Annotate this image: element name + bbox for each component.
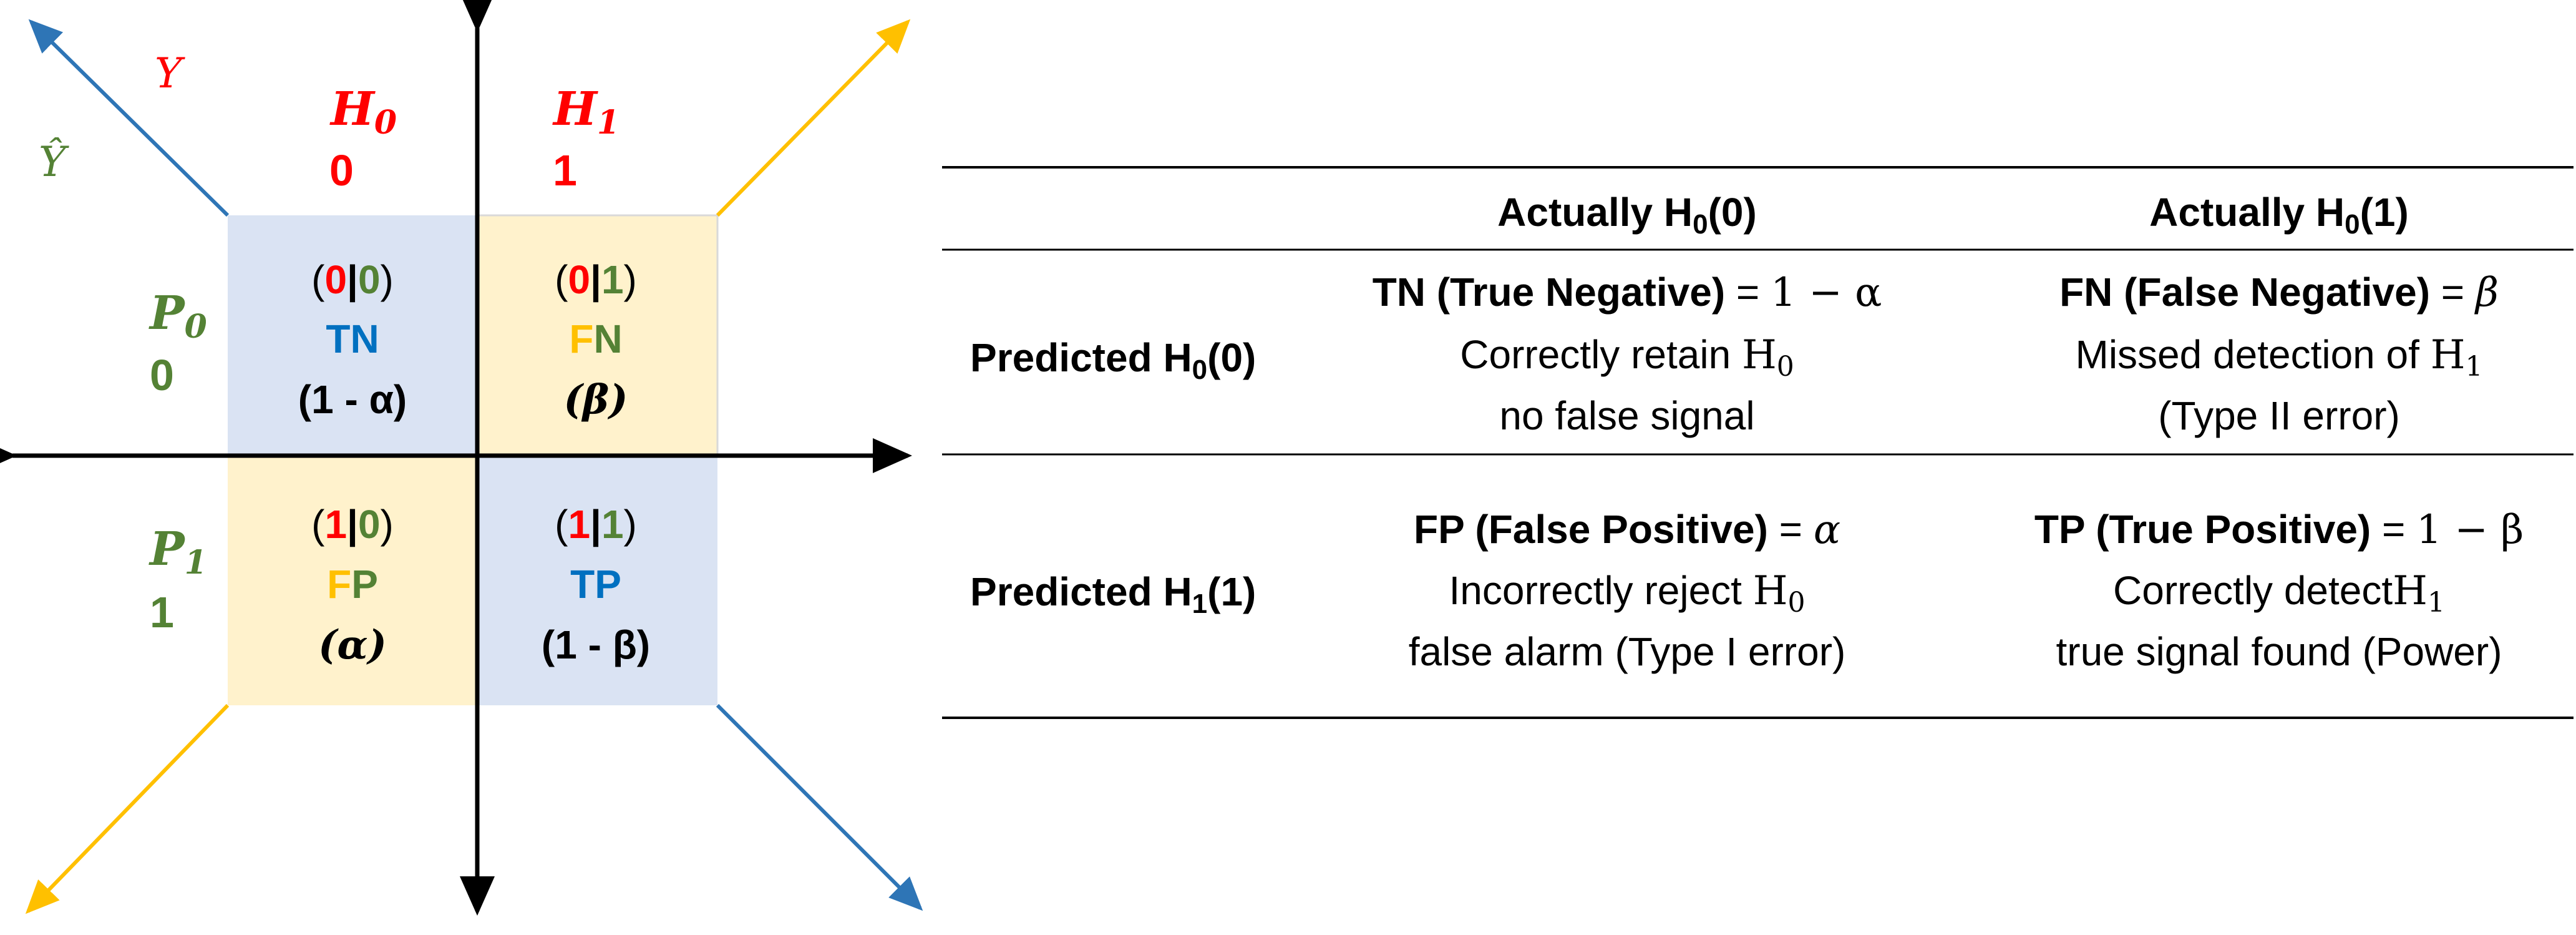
fn-prob: (β)	[563, 376, 628, 423]
fn-cell-line3: (Type II error)	[2158, 393, 2400, 438]
tn-quadrant-bg	[228, 215, 477, 456]
table-cell-tp: TP (True Positive) = 1 − β Correctly det…	[2034, 507, 2524, 674]
fp-abbr: FP	[327, 562, 378, 607]
col-header-actual-1: Actually H0(1)	[2149, 190, 2409, 240]
fp-quadrant-bg	[228, 456, 477, 705]
fp-prob: (α)	[318, 622, 387, 668]
tp-diagonal-arrow	[716, 703, 923, 911]
table-cell-fn: FN (False Negative) = β Missed detection…	[2059, 270, 2499, 438]
fp-cell-title: FP (False Positive) = α	[1414, 507, 1840, 553]
y-diagonal-arrow	[28, 19, 230, 217]
tp-pair: (1|1)	[555, 502, 637, 547]
tp-prob: (1 - β)	[542, 622, 650, 667]
yhat-label: Ŷ	[39, 138, 69, 186]
tp-quadrant: (1|1) TP (1 - β)	[542, 502, 650, 667]
tp-abbr: TP	[570, 562, 621, 607]
fn-diagonal-arrow	[716, 19, 911, 217]
tn-cell-title: TN (True Negative) = 1 − α	[1373, 270, 1882, 316]
table-cell-tn: TN (True Negative) = 1 − α Correctly ret…	[1373, 270, 1882, 438]
h1-value: 1	[553, 146, 577, 195]
col-header-actual-0: Actually H0(0)	[1497, 190, 1757, 240]
row-header-predicted-0: Predicted H0(0)	[970, 335, 1256, 385]
tp-cell-line3: true signal found (Power)	[2056, 629, 2502, 674]
tn-cell-line3: no false signal	[1499, 393, 1754, 438]
h0-label: H0	[329, 82, 397, 142]
p0-value: 0	[150, 351, 174, 399]
row-header-predicted-1: Predicted H1(1)	[970, 569, 1256, 619]
fn-cell-title: FN (False Negative) = β	[2059, 270, 2499, 316]
fn-cell-line2: Missed detection of H1	[2076, 332, 2483, 383]
tn-quadrant: (0|0) TN (1 - α)	[298, 257, 407, 422]
h0-value: 0	[329, 146, 354, 195]
fn-abbr: FN	[569, 316, 622, 361]
fn-quadrant-bg	[476, 214, 719, 457]
p0-label: P0	[148, 286, 207, 346]
confusion-table: Actually H0(0) Actually H0(1) Predicted …	[942, 166, 2574, 719]
h1-label: H1	[552, 82, 620, 142]
tp-cell-title: TP (True Positive) = 1 − β	[2034, 507, 2524, 553]
fp-diagonal-arrow	[25, 703, 230, 914]
tp-quadrant-bg	[477, 456, 717, 705]
tn-prob: (1 - α)	[298, 377, 407, 422]
quadrant-grid	[228, 214, 719, 705]
table-cell-fp: FP (False Positive) = α Incorrectly reje…	[1409, 507, 1846, 674]
fn-quadrant: (0|1) FN (β)	[555, 257, 637, 423]
tn-pair: (0|0)	[311, 257, 394, 303]
fp-cell-line2: Incorrectly reject H0	[1449, 568, 1805, 619]
tn-cell-line2: Correctly retain H0	[1460, 332, 1794, 383]
fp-cell-line3: false alarm (Type I error)	[1409, 629, 1846, 674]
fn-pair: (0|1)	[555, 257, 637, 303]
tn-abbr: TN	[326, 316, 379, 361]
fp-quadrant: (1|0) FP (α)	[311, 502, 394, 668]
p1-value: 1	[150, 588, 174, 637]
p1-label: P1	[148, 522, 207, 582]
fp-pair: (1|0)	[311, 502, 394, 547]
tp-cell-line2: Correctly detectH1	[2113, 568, 2445, 619]
y-label: Y	[155, 49, 185, 97]
